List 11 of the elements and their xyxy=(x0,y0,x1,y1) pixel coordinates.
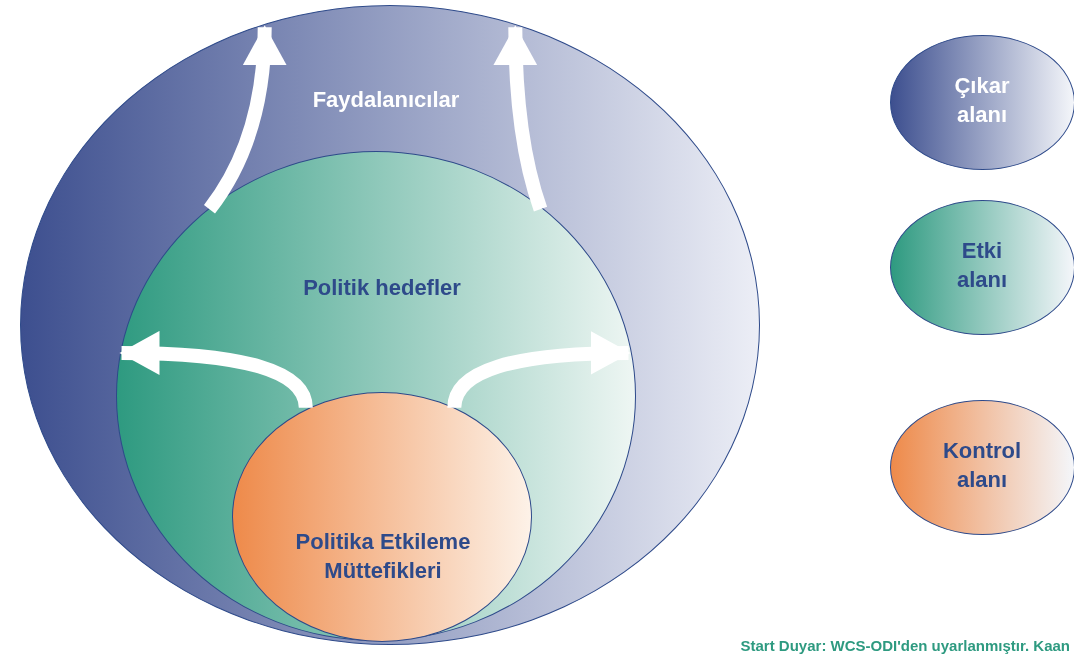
curved-arrow xyxy=(119,331,313,409)
legend-label: Etki alanı xyxy=(955,237,1009,294)
legend-label: Çıkar alanı xyxy=(953,72,1011,129)
curved-arrow xyxy=(447,331,631,409)
circle-label: Faydalanıcılar xyxy=(311,86,461,114)
circle-label: Politik hedefler xyxy=(302,274,462,302)
source-caption: Start Duyar: WCS-ODI'den uyarlanmıştır. Kaan xyxy=(740,636,1070,656)
curved-arrow xyxy=(493,25,548,212)
legend-label: Kontrol alanı xyxy=(941,437,1023,494)
curved-arrow xyxy=(203,25,286,214)
circle-label: Politika Etkileme Müttefikleri xyxy=(294,528,472,585)
